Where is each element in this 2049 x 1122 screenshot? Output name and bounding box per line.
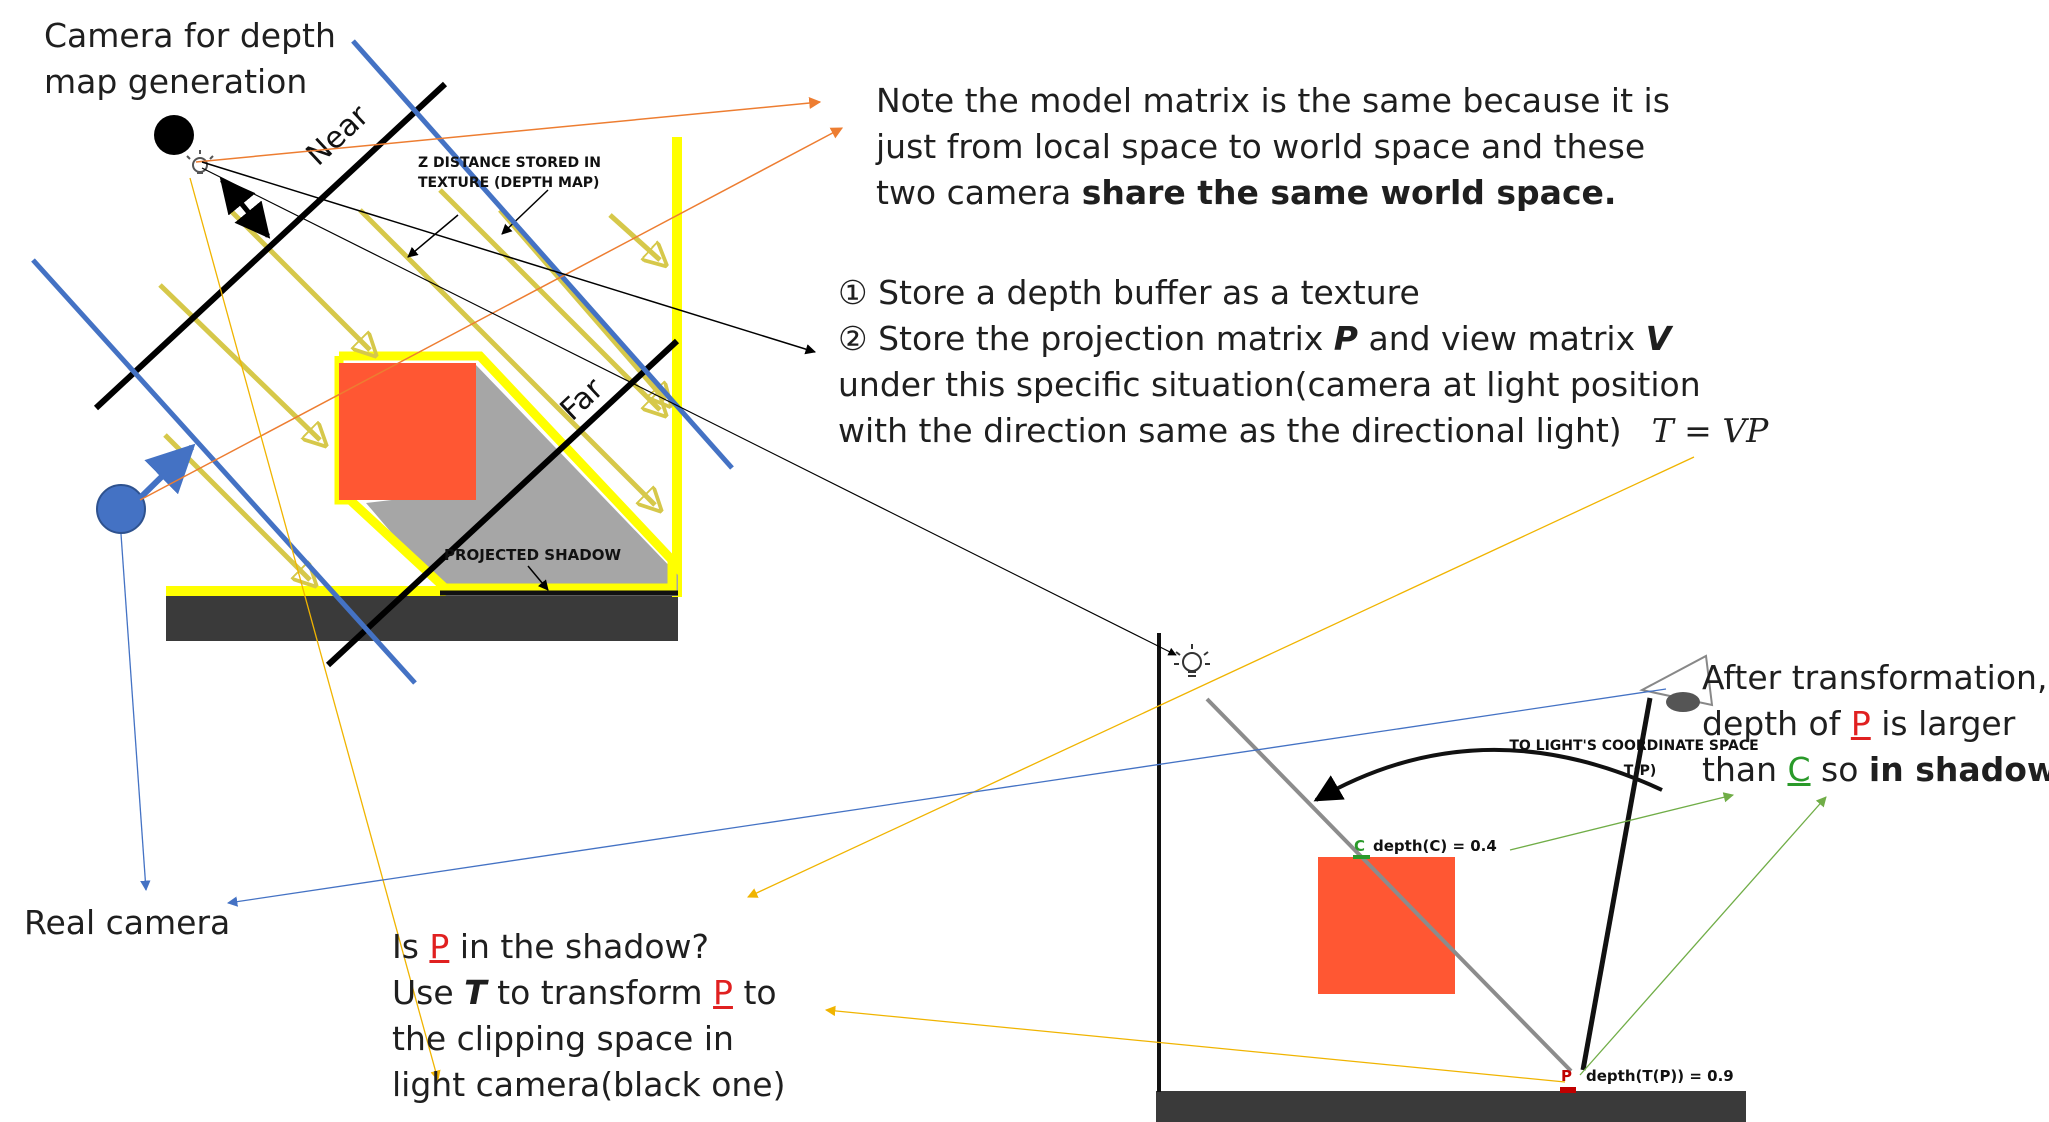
conclusion-text: After transformation, depth of P is larg…	[1702, 655, 2049, 793]
yellow-arrow-p	[824, 1005, 1566, 1083]
real-camera-direction	[137, 443, 196, 501]
z-distance-label-1: Z DISTANCE STORED IN	[418, 155, 601, 171]
question-line1: Is P in the shadow?	[392, 924, 785, 970]
question-line3: the clipping space in	[392, 1019, 734, 1058]
camera-depth-label-line2: map generation	[44, 62, 308, 101]
p-letter: P	[1561, 1067, 1572, 1085]
floor-highlight	[166, 586, 678, 596]
right-scene: TO LIGHT'S COORDINATE SPACE T(P) C depth…	[1156, 633, 1759, 1122]
frustum-right	[351, 39, 734, 470]
projected-shadow-label: PROJECTED SHADOW	[444, 546, 621, 564]
ground-right	[1156, 1091, 1746, 1122]
conclusion-line3: than C so in shadow	[1702, 747, 2049, 793]
yellow-line-light	[189, 177, 441, 1082]
conclusion-line2: depth of P is larger	[1702, 701, 2049, 747]
step-1: ① Store a depth buffer as a texture	[838, 273, 1420, 312]
conclusion-l2-b: is larger	[1870, 704, 2016, 743]
question-l1-p: P	[429, 927, 450, 966]
green-arrow-p	[1579, 796, 1827, 1076]
step-3: under this specific situation(camera at …	[838, 365, 1701, 404]
z-distance-pointer-2	[501, 189, 549, 235]
question-l2-b: to transform	[486, 973, 714, 1012]
step-4: with the direction same as the direction…	[838, 408, 1768, 454]
step-2: ② Store the projection matrix P and view…	[838, 316, 1768, 362]
conclusion-l3-c: C	[1787, 750, 1811, 789]
black-arrow-steps	[201, 161, 817, 355]
depth-tp-label: depth(T(P)) = 0.9	[1586, 1067, 1734, 1085]
projected-shadow	[366, 365, 678, 596]
light-bulb-icon	[186, 150, 214, 174]
step-2-b: and view matrix	[1357, 319, 1646, 358]
blue-arrow-eye	[226, 688, 1667, 907]
note-line1: Note the model matrix is the same becaus…	[876, 81, 1670, 120]
question-l2-a: Use	[392, 973, 465, 1012]
question-l1-a: Is	[392, 927, 430, 966]
step-2-v: V	[1645, 319, 1672, 358]
question-line4: light camera(black one)	[392, 1065, 786, 1104]
orange-arrow-1	[195, 97, 822, 163]
z-distance-pointer-1	[407, 214, 459, 258]
conclusion-l2-p: P	[1850, 704, 1871, 743]
to-light-arrow	[1313, 747, 1663, 802]
formula: T = VP	[1651, 411, 1769, 450]
depth-camera-dot	[154, 115, 194, 155]
black-line-lights	[201, 167, 1177, 656]
note-text: Note the model matrix is the same becaus…	[876, 78, 1670, 216]
red-box-left	[339, 363, 476, 500]
c-letter: C	[1354, 837, 1365, 855]
green-arrow-c	[1509, 792, 1735, 851]
note-line3-plain: two camera	[876, 173, 1082, 212]
z-distance-label-2: TEXTURE (DEPTH MAP)	[418, 175, 599, 191]
note-line3-bold: share the same world space.	[1081, 173, 1617, 212]
conclusion-l2-a: depth of	[1702, 704, 1851, 743]
frustum-left	[31, 258, 417, 685]
question-l2-t: T	[464, 973, 487, 1012]
note-line3: two camera share the same world space.	[876, 170, 1670, 216]
connectors	[120, 97, 1827, 1083]
step-4-text: with the direction same as the direction…	[838, 411, 1622, 450]
tp-label: T(P)	[1624, 763, 1657, 779]
wall-highlight	[672, 137, 682, 597]
ground-left	[166, 596, 678, 641]
light-ray-gray	[1205, 697, 1573, 1073]
camera-depth-label: Camera for depth map generation	[44, 13, 336, 105]
far-label: Far	[554, 371, 611, 428]
question-line2: Use T to transform P to	[392, 970, 785, 1016]
yellow-arrow-formula	[747, 456, 1695, 898]
p-marker	[1560, 1087, 1576, 1093]
eye-ray	[1580, 697, 1653, 1071]
conclusion-l3-a: than	[1702, 750, 1788, 789]
eye-icon	[1639, 654, 1714, 712]
depth-c-label: depth(C) = 0.4	[1373, 837, 1497, 855]
blue-arrow-real-camera	[120, 533, 151, 892]
orange-arrow-2	[139, 127, 844, 501]
shadow-pointer	[527, 565, 549, 591]
steps-text: ① Store a depth buffer as a texture ② St…	[838, 270, 1768, 454]
to-light-label: TO LIGHT'S COORDINATE SPACE	[1509, 738, 1758, 754]
red-box-right	[1318, 857, 1455, 994]
light-bulb-icon-right	[1174, 644, 1210, 677]
real-camera-dot	[96, 484, 146, 534]
camera-depth-label-line1: Camera for depth	[44, 16, 336, 55]
conclusion-l3-b: so	[1810, 750, 1869, 789]
question-l1-b: in the shadow?	[449, 927, 710, 966]
conclusion-l3-bold: in shadow	[1868, 750, 2049, 789]
left-scene: Near Far Z DISTANCE STORED IN TEXTURE (D…	[31, 39, 734, 685]
far-plane	[325, 338, 680, 668]
note-line2: just from local space to world space and…	[876, 127, 1646, 166]
question-l2-p: P	[713, 973, 733, 1012]
real-camera-label: Real camera	[24, 903, 231, 942]
step-2-a: ② Store the projection matrix	[838, 319, 1334, 358]
step-2-p: P	[1333, 319, 1358, 358]
depth-arrow	[219, 177, 271, 239]
question-text: Is P in the shadow? Use T to transform P…	[392, 924, 785, 1108]
conclusion-line1: After transformation,	[1702, 658, 2048, 697]
near-plane	[93, 81, 448, 411]
question-l2-c: to	[732, 973, 777, 1012]
